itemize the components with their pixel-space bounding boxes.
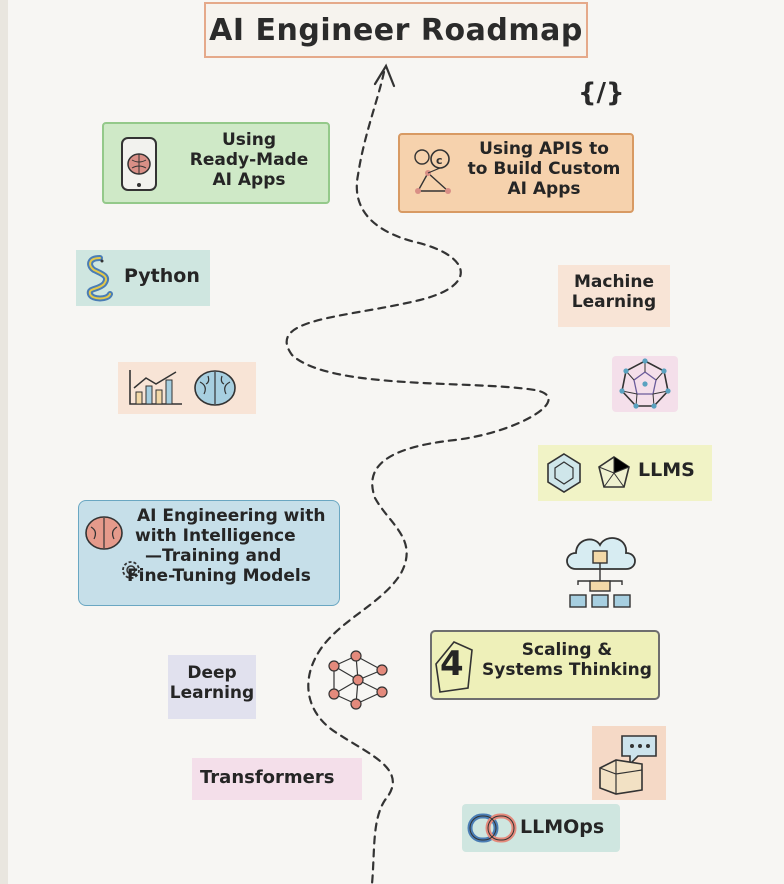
neural-network-icon	[326, 650, 392, 714]
node-label: LLMS	[638, 459, 695, 481]
node-label-line: Deep	[187, 663, 237, 683]
paper-edge	[0, 0, 8, 884]
brain-icon	[192, 368, 238, 412]
node-label-line: —Training and	[145, 546, 282, 567]
phone-brain-icon	[118, 136, 162, 196]
llmops-link-icon	[466, 810, 522, 850]
node-ai-engineering: AI Engineering with with Intelligence —T…	[78, 500, 340, 606]
node-box-chat	[592, 726, 666, 800]
gear-icon	[117, 556, 145, 588]
node-label-line: Machine	[573, 272, 655, 292]
polyhedron-icon	[596, 455, 632, 495]
node-label-line: Ready-Made	[189, 150, 309, 171]
node-label-line: Using APIS to	[479, 139, 609, 159]
python-icon	[80, 254, 120, 308]
node-label-line: AI Apps	[212, 170, 286, 191]
node-label-line: with Intelligence	[135, 526, 296, 547]
node-python: Python	[76, 250, 210, 306]
node-label-line: Learning	[571, 292, 657, 313]
node-machine-learning: Machine Learning	[558, 265, 670, 327]
node-deep-learning: Deep Learning	[168, 655, 256, 719]
node-label-line: AI Apps	[507, 179, 581, 200]
node-using-apis: c Using APIS to to Build Custom AI Apps	[398, 133, 634, 213]
svg-text:c: c	[436, 154, 443, 167]
step-badge-outline	[432, 636, 476, 700]
node-label-line: Using	[221, 130, 277, 150]
code-symbol: {/}	[578, 78, 625, 108]
node-label-line: Learning	[169, 683, 255, 704]
cloud-hierarchy-icon	[560, 525, 642, 615]
polyhedron-icon	[544, 452, 584, 498]
node-label-line: AI Engineering with	[137, 506, 326, 526]
title-box: AI Engineer Roadmap	[204, 2, 588, 58]
node-transformers: Transformers	[192, 758, 362, 800]
step-number: 4	[440, 644, 464, 684]
network-ball-icon	[618, 358, 672, 414]
node-llms: LLMS	[538, 445, 712, 501]
node-label-line: Systems Thinking	[482, 660, 652, 681]
box-chat-icon	[594, 730, 664, 800]
node-label: LLMOps	[520, 816, 605, 838]
node-llmops: LLMOps	[462, 804, 620, 852]
node-using-ready-made: Using Ready-Made AI Apps	[102, 122, 330, 204]
node-scaling: 4 Scaling & Systems Thinking	[430, 630, 660, 700]
node-label: Transformers	[200, 767, 335, 788]
chart-icon	[126, 368, 184, 412]
node-data-chart	[118, 362, 256, 414]
node-neural-ball	[612, 356, 678, 412]
node-label: Python	[124, 265, 200, 287]
brain-icon	[83, 513, 125, 557]
page-title: AI Engineer Roadmap	[209, 12, 583, 48]
node-label-line: Scaling &	[521, 640, 613, 660]
api-network-icon: c	[408, 143, 460, 203]
node-label-line: to Build Custom	[467, 159, 621, 180]
node-label-line: Fine-Tuning Models	[127, 566, 311, 587]
